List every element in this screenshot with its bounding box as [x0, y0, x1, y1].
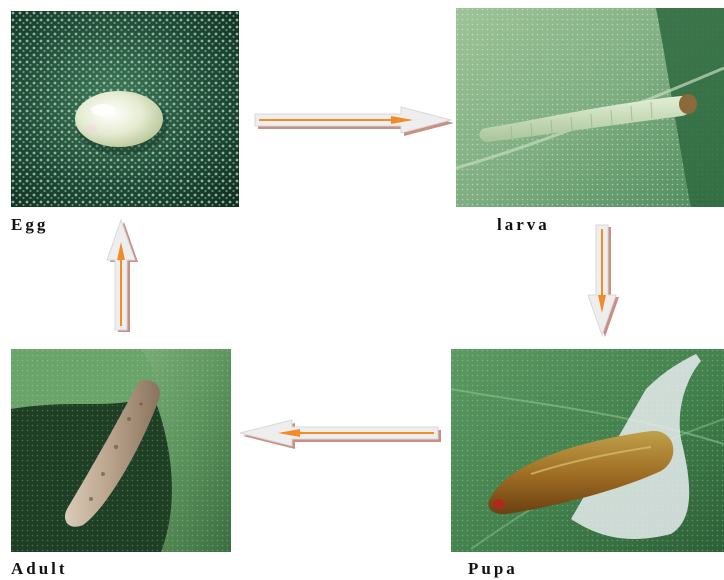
arrow-right-icon — [251, 104, 455, 136]
egg-label: Egg — [11, 216, 48, 233]
egg-image — [11, 11, 239, 207]
adult-label: Adult — [11, 560, 68, 577]
arrow-left-icon — [236, 416, 442, 450]
pupa-image — [451, 349, 724, 552]
pupa-label: Pupa — [468, 560, 518, 577]
arrow-down-icon — [584, 223, 620, 339]
larva-image — [456, 8, 724, 207]
larva-label: larva — [497, 216, 550, 233]
arrow-up-icon — [102, 216, 140, 334]
adult-image — [11, 349, 231, 552]
